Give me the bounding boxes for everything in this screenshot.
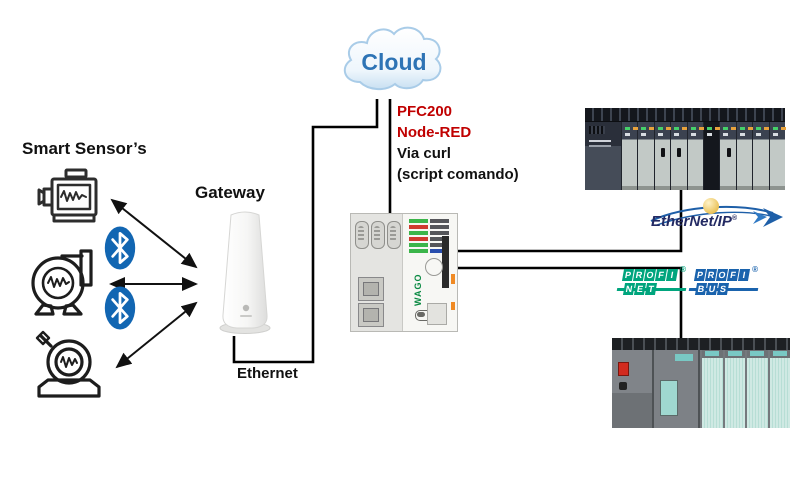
ethernet-ip-swoosh — [650, 198, 783, 227]
letter-tile: S — [716, 283, 730, 295]
plc-power-supply — [585, 122, 621, 190]
smart-sensors-title: Smart Sensor’s — [22, 139, 147, 158]
plc-module — [671, 122, 687, 190]
plc-module — [720, 122, 736, 190]
registered-mark: ® — [680, 265, 686, 274]
plc-module — [769, 122, 786, 190]
dsub-connector-icon — [371, 221, 385, 249]
plc-io-module — [747, 350, 768, 428]
led-indicators — [409, 219, 449, 253]
pfc200-annotation: PFC200 Node-RED Via curl (script comando… — [397, 101, 519, 185]
ethernet-ip-logo: EtherNet/IP® — [645, 196, 785, 236]
plc-module — [622, 122, 638, 190]
plc-module — [753, 122, 769, 190]
pump-vibration-sensor-icon — [24, 243, 102, 319]
plc-module — [654, 122, 671, 190]
ethernet-port-icon — [358, 303, 384, 327]
plc-io-module — [702, 350, 723, 428]
annotation-pfc200: PFC200 — [397, 103, 453, 120]
bearing-vibration-sensor-icon — [31, 330, 107, 400]
dsub-connector-icon — [355, 221, 369, 249]
ethernet-label: Ethernet — [237, 365, 298, 382]
siemens-s7-plc-image — [612, 338, 790, 428]
profinet-logo: ® P R O F I N E T — [614, 265, 686, 295]
cloud-label: Cloud — [361, 48, 427, 75]
dsub-connector-icon — [387, 221, 401, 249]
gateway-label: Gateway — [195, 183, 265, 202]
wago-io-section — [351, 214, 403, 331]
wago-cpu-section: WAGO — [403, 214, 457, 331]
plc-vent-strip — [585, 108, 785, 122]
plc-module — [638, 122, 654, 190]
profinet-row1: P R O F I — [621, 269, 686, 281]
profinet-row2: N E T — [617, 283, 686, 295]
plc-module-rack — [585, 122, 786, 190]
annotation-node-red: Node-RED — [397, 124, 472, 141]
profibus-row2: B U S — [689, 283, 758, 295]
plc-io-module — [769, 350, 790, 428]
orange-latch — [451, 274, 455, 284]
letter-tile: I — [665, 269, 679, 281]
letter-tile: I — [737, 269, 751, 281]
plc-module — [687, 122, 704, 190]
ethernet-ip-logo-text: EtherNet/IP® — [651, 213, 738, 230]
annotation-via-curl: Via curl — [397, 145, 451, 162]
gateway-device-image — [205, 209, 285, 342]
power-switch — [618, 362, 629, 376]
plc-module — [736, 122, 753, 190]
bluetooth-icon — [99, 226, 141, 270]
profibus-logo: ® P R O F I B U S — [686, 265, 758, 295]
ethernet-port-icon — [358, 277, 384, 301]
orange-latch — [451, 302, 455, 310]
bluetooth-icon — [99, 286, 141, 330]
plc-io-module — [724, 350, 745, 428]
plc-module — [704, 122, 720, 190]
annotation-script-comando: (script comando) — [397, 166, 519, 183]
service-port — [427, 303, 447, 325]
plc-module-rack — [612, 350, 790, 428]
plc-power-supply — [612, 350, 654, 428]
registered-mark: ® — [752, 265, 758, 274]
letter-tile: T — [644, 283, 658, 295]
wago-logo: WAGO — [413, 273, 423, 307]
allen-bradley-controllogix-plc-image — [585, 108, 786, 190]
plc-cpu-module — [654, 350, 700, 428]
sd-card-slot — [442, 236, 449, 288]
profibus-row1: P R O F I — [693, 269, 758, 281]
wago-pfc200-device-image: WAGO — [350, 213, 458, 332]
plc-vent-strip — [612, 338, 790, 350]
mode-selector-dial — [425, 258, 443, 276]
cloud-icon — [338, 20, 450, 105]
motor-vibration-sensor-icon — [36, 167, 108, 227]
